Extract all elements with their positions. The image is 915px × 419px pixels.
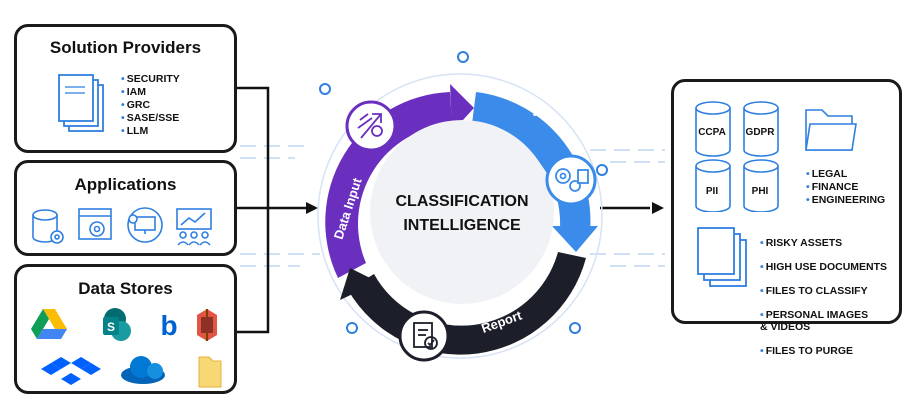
analyze-stage-icon bbox=[545, 154, 597, 206]
cylinder-label-gdpr: GDPR bbox=[745, 127, 775, 138]
browser-gear-icon bbox=[78, 208, 112, 240]
center-title-line2: INTELLIGENCE bbox=[403, 217, 521, 234]
folder-icon bbox=[198, 356, 222, 388]
database-gear-icon bbox=[32, 209, 64, 244]
center-title-line1: CLASSIFICATION bbox=[395, 193, 528, 210]
data-stores-box: Data Stores S b bbox=[14, 264, 237, 394]
desktop-gear-icon bbox=[127, 207, 163, 243]
cylinder-label-pii: PII bbox=[705, 186, 719, 197]
onedrive-icon bbox=[121, 356, 165, 384]
data-stores-icons: S b bbox=[31, 308, 222, 388]
report-stage-icon bbox=[398, 310, 450, 362]
file-category-list: RISKY ASSETS HIGH USE DOCUMENTS FILES TO… bbox=[760, 225, 887, 369]
regulation-cylinders bbox=[695, 101, 857, 212]
solution-providers-title: Solution Providers bbox=[49, 38, 202, 57]
list-item: LLM bbox=[121, 125, 180, 138]
cylinder-label-phi: PHI bbox=[751, 186, 769, 197]
sharepoint-icon: S bbox=[103, 308, 131, 341]
google-drive-icon bbox=[31, 309, 67, 339]
applications-title: Applications bbox=[74, 175, 177, 194]
list-item: HIGH USE DOCUMENTS bbox=[760, 261, 887, 273]
list-item: PERSONAL IMAGES & VIDEOS bbox=[760, 309, 887, 333]
svg-text:b: b bbox=[160, 310, 177, 341]
list-item: FILES TO PURGE bbox=[760, 345, 887, 357]
data-stores-title: Data Stores bbox=[78, 279, 173, 298]
folder-category-list: LEGAL FINANCE ENGINEERING bbox=[806, 168, 886, 207]
outer-ring bbox=[317, 73, 603, 359]
list-item: FINANCE bbox=[806, 181, 885, 194]
data-input-stage-icon bbox=[345, 100, 397, 152]
svg-text:S: S bbox=[107, 320, 115, 334]
document-stack-icon bbox=[58, 74, 104, 132]
classification-cycle: CLASSIFICATION INTELLIGENCE Data Input A… bbox=[317, 51, 608, 362]
solution-providers-box: Solution Providers SECURITY IAM GRC SASE… bbox=[14, 24, 237, 153]
solution-providers-list: SECURITY IAM GRC SASE/SSE LLM bbox=[121, 73, 180, 138]
cylinder-label-ccpa: CCPA bbox=[698, 127, 726, 138]
output-box: CCPA GDPR PII PHI LEGAL FINANCE ENGINEER… bbox=[671, 79, 902, 357]
list-item: RISKY ASSETS bbox=[760, 237, 887, 249]
ring-dots bbox=[319, 51, 608, 334]
list-item: SASE/SSE bbox=[121, 112, 180, 125]
dropbox-icon bbox=[41, 357, 101, 385]
presentation-people-icon bbox=[176, 208, 212, 246]
applications-box: Applications bbox=[14, 160, 237, 256]
list-item: ENGINEERING bbox=[806, 194, 886, 207]
box-icon: b bbox=[160, 310, 177, 341]
file-stack-icon bbox=[697, 227, 747, 287]
list-item: IAM bbox=[121, 86, 180, 99]
list-item: GRC bbox=[121, 99, 180, 112]
list-item: FILES TO CLASSIFY bbox=[760, 285, 887, 297]
list-item: SECURITY bbox=[121, 73, 180, 86]
aws-s3-icon bbox=[197, 309, 217, 341]
list-item: LEGAL bbox=[806, 168, 885, 181]
folder-outline-icon bbox=[805, 109, 857, 151]
center-circle bbox=[370, 120, 554, 304]
applications-icons bbox=[32, 207, 212, 246]
